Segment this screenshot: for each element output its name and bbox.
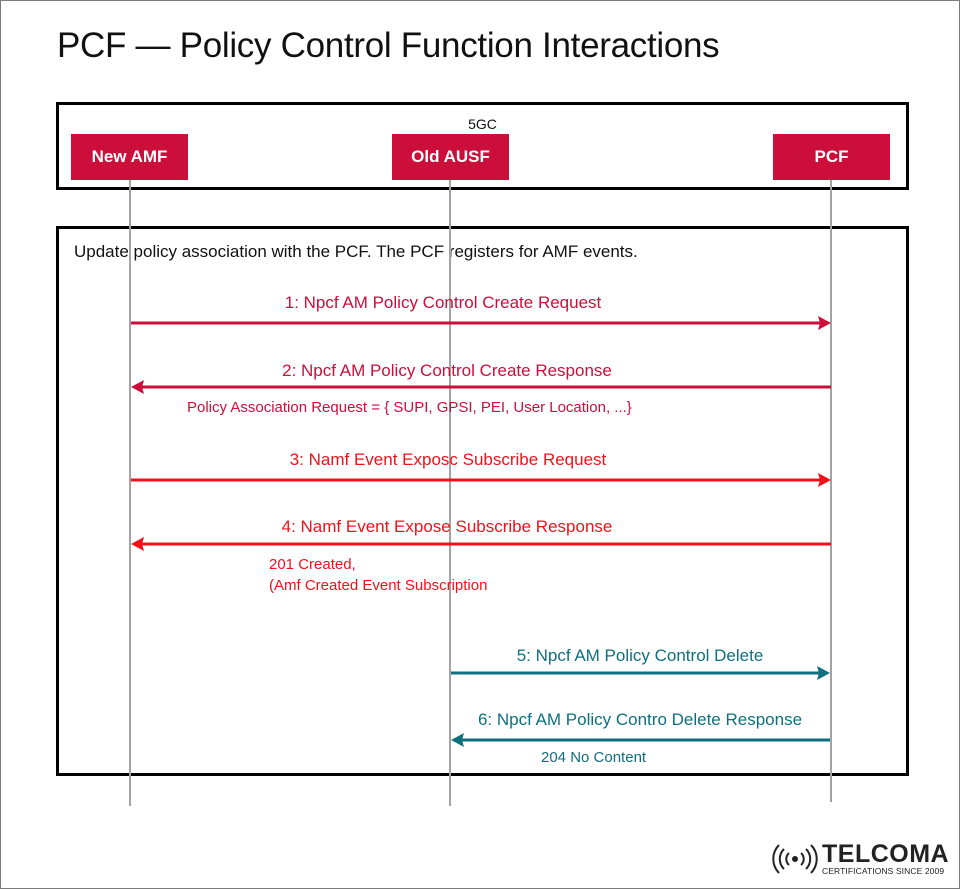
group-label: 5GC — [468, 116, 497, 132]
participant-pcf: PCF — [773, 134, 890, 180]
message-label: 5: Npcf AM Policy Control Delete — [516, 646, 764, 665]
participant-label: PCF — [814, 147, 849, 166]
message-detail: 201 Created, (Amf Created Event Subscrip… — [269, 556, 488, 594]
message-label: 6: Npcf AM Policy Contro Delete Response — [477, 710, 803, 729]
lifeline-old-ausf — [449, 180, 451, 806]
broadcast-signal-icon — [772, 844, 818, 874]
sequence-frame — [56, 226, 909, 776]
page-title: PCF — Policy Control Function Interactio… — [57, 26, 720, 65]
message-label: 4: Namf Event Expose Subscribe Response — [281, 517, 613, 536]
telcoma-logo: TELCOMA CERTIFICATIONS SINCE 2009 — [772, 842, 949, 876]
lifeline-pcf — [830, 180, 832, 802]
message-label: 3: Namf Event Exposc Subscribe Request — [289, 450, 607, 469]
message-detail: Policy Association Request = { SUPI, GPS… — [187, 399, 632, 416]
sequence-note: Update policy association with the PCF. … — [74, 242, 638, 261]
message-detail: 204 No Content — [541, 749, 647, 766]
participant-label: New AMF — [91, 147, 168, 166]
participant-label: Old AUSF — [411, 147, 490, 166]
participant-old-ausf: Old AUSF — [392, 134, 509, 180]
message-label: 2: Npcf AM Policy Control Create Respons… — [282, 361, 612, 380]
logo-tagline: CERTIFICATIONS SINCE 2009 — [822, 866, 945, 876]
message-label: 1: Npcf AM Policy Control Create Request — [284, 293, 602, 312]
logo-name: TELCOMA — [822, 840, 950, 868]
participant-new-amf: New AMF — [71, 134, 188, 180]
lifeline-new-amf — [129, 180, 131, 806]
